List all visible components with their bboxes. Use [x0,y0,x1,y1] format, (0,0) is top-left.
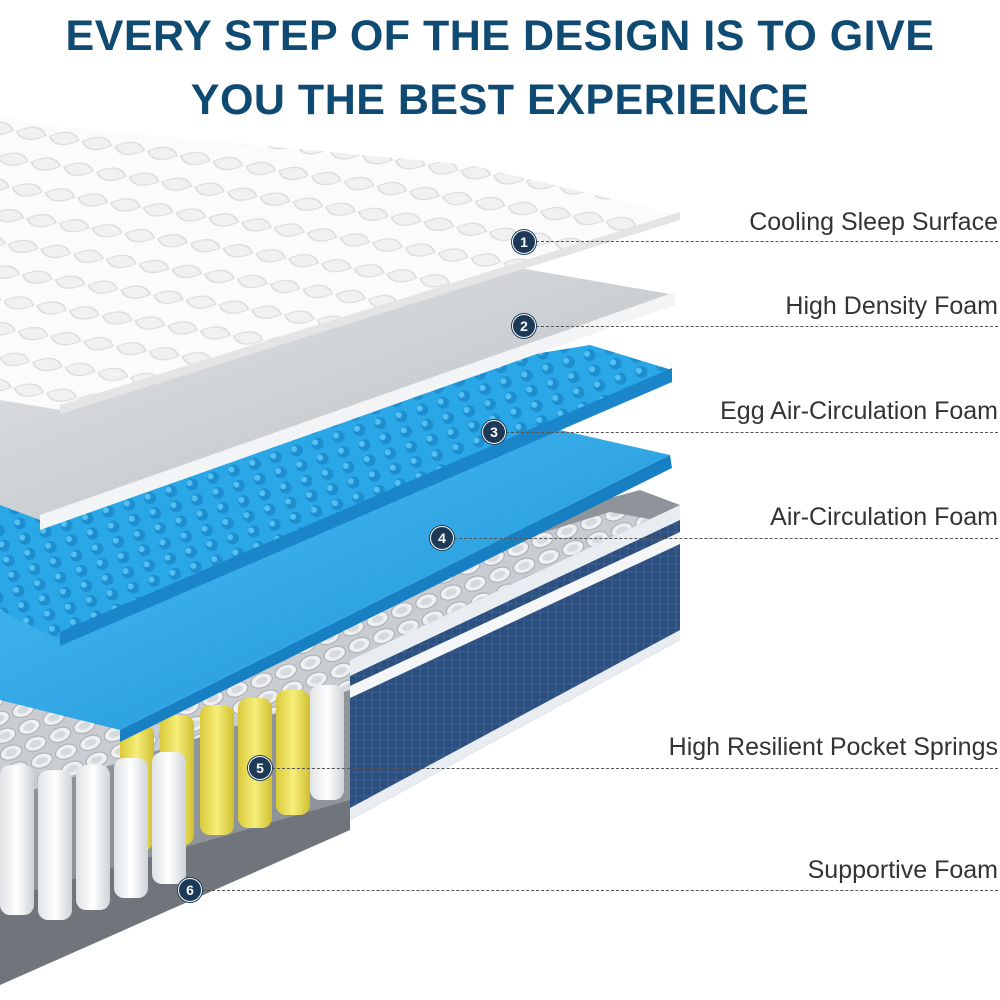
layer-number-6: 6 [178,878,202,902]
callout-line-4 [454,538,998,539]
layer-label-egg-air-circulation-foam: Egg Air-Circulation Foam [720,397,998,426]
callout-line-6 [202,890,998,891]
layer-number-3: 3 [482,420,506,444]
layer-number-5: 5 [248,756,272,780]
callout-line-5 [272,768,998,769]
layer-label-cooling-sleep-surface: Cooling Sleep Surface [749,208,998,237]
layer-number-4: 4 [430,526,454,550]
layer-label-high-resilient-pocket-springs: High Resilient Pocket Springs [669,733,998,762]
callout-line-3 [506,432,998,433]
callout-line-2 [536,326,998,327]
layer-label-air-circulation-foam: Air-Circulation Foam [770,503,998,532]
layer-number-2: 2 [512,314,536,338]
layer-label-high-density-foam: High Density Foam [785,292,998,321]
callout-line-1 [536,241,998,242]
layer-label-supportive-foam: Supportive Foam [808,856,998,885]
layer-number-1: 1 [512,230,536,254]
